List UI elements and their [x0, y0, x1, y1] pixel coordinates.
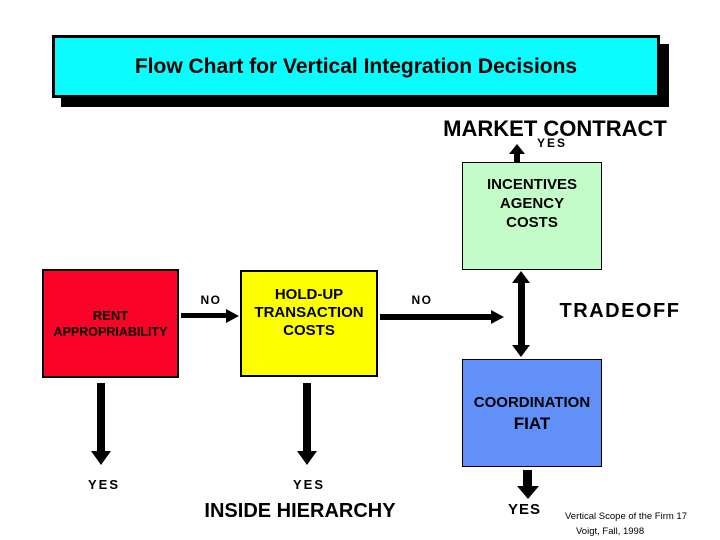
box-line: COSTS	[283, 322, 335, 339]
yes-label-right: YES	[508, 501, 542, 518]
box-line: COORDINATION	[473, 394, 591, 411]
tradeoff-label: TRADEOFF	[559, 300, 681, 322]
box-line: TRANSACTION	[254, 304, 364, 321]
no-label-left: NO	[200, 293, 222, 307]
box-line: APPROPRIABILITY	[53, 324, 168, 339]
box-line: INCENTIVES	[486, 176, 577, 193]
yes-label-left: YES	[88, 477, 121, 492]
coordination-fiat-box: COORDINATION FIAT	[462, 359, 602, 467]
incentives-agency-costs-box: INCENTIVES AGENCY COSTS	[462, 162, 602, 270]
no-label-right: NO	[411, 293, 433, 307]
holdup-transaction-costs-box: HOLD-UP TRANSACTION COSTS	[240, 270, 378, 377]
box-line: COSTS	[506, 214, 558, 231]
footer-course-label: Vertical Scope of the Firm 17	[565, 511, 687, 522]
footer-author-label: Voigt, Fall, 1998	[576, 526, 645, 537]
yes-label-middle: YES	[293, 477, 326, 492]
box-line: AGENCY	[499, 195, 565, 212]
rent-appropriability-box: RENT APPROPRIABILITY	[42, 269, 179, 378]
market-contract-label: MARKET CONTRACT	[443, 116, 667, 141]
yes-label-top: YES	[537, 136, 568, 150]
slide-title: Flow Chart for Vertical Integration Deci…	[134, 54, 578, 78]
box-line: RENT	[92, 307, 129, 323]
title-box: Flow Chart for Vertical Integration Deci…	[52, 35, 660, 98]
box-line: FIAT	[513, 414, 551, 433]
box-line: HOLD-UP	[274, 286, 344, 303]
inside-hierarchy-label: INSIDE HIERARCHY	[204, 500, 396, 522]
